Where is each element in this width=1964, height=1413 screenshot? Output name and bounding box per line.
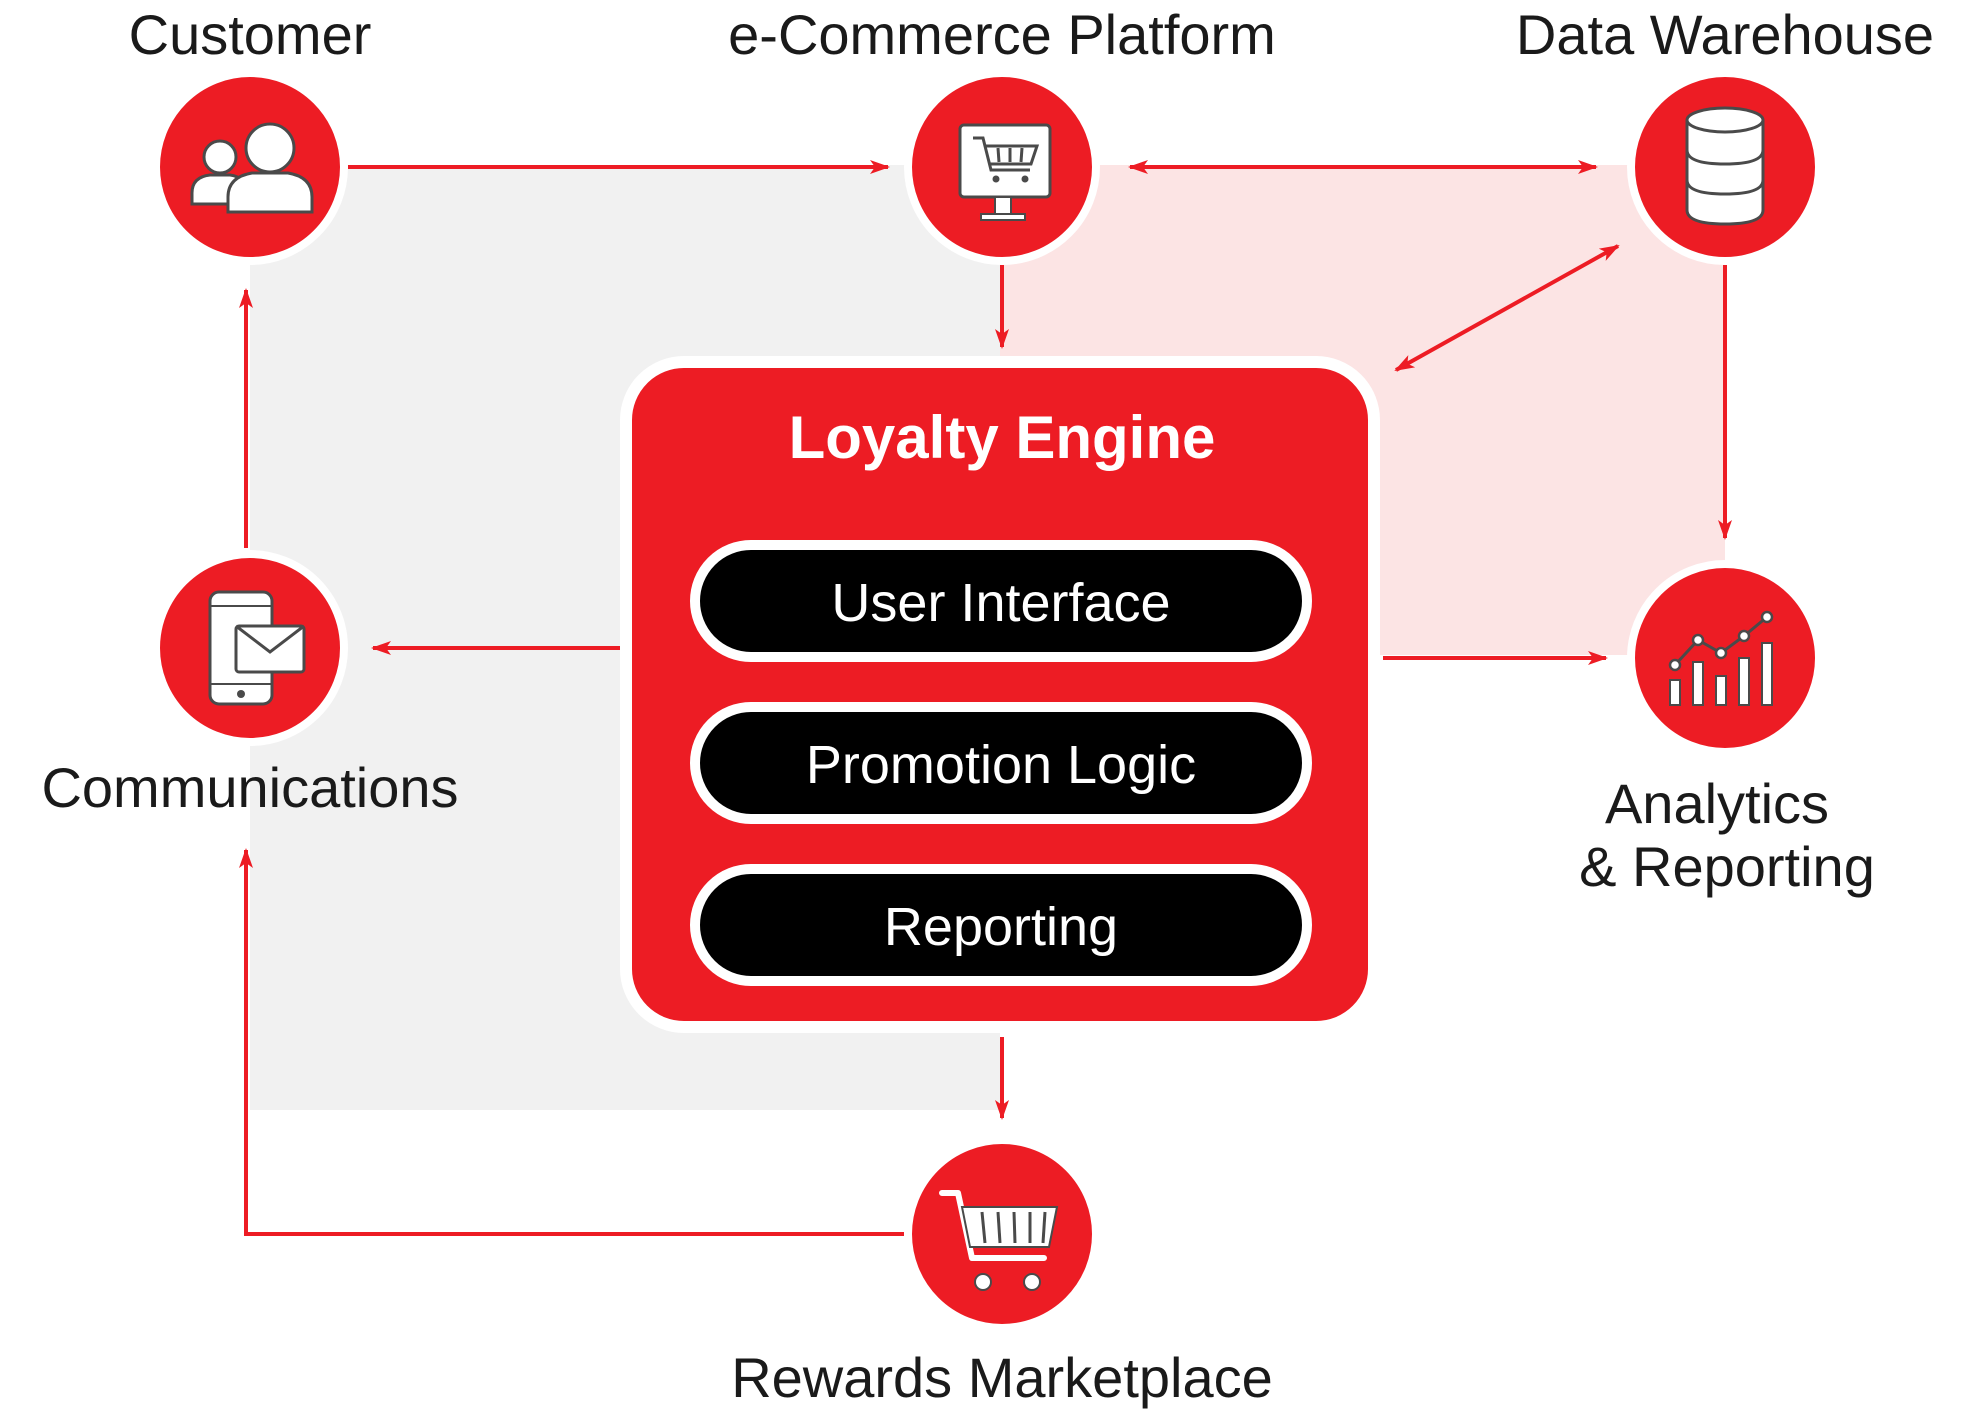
warehouse-node: Data Warehouse: [1516, 3, 1934, 265]
users-icon: [190, 122, 314, 214]
warehouse-label: Data Warehouse: [1516, 3, 1934, 66]
analytics-label-line2: & Reporting: [1579, 835, 1875, 898]
phone-mail-icon: [208, 590, 306, 706]
loyalty-engine-box: [620, 356, 1380, 1033]
module-label: Promotion Logic: [806, 735, 1196, 795]
module-label: Reporting: [884, 897, 1118, 957]
rewards-node: Rewards Marketplace: [731, 1136, 1273, 1409]
communications-node: Communications: [41, 550, 459, 819]
shopping-cart-icon: [939, 1190, 1059, 1291]
loyalty-engine-title: Loyalty Engine: [789, 404, 1216, 471]
monitor-cart-icon: [958, 123, 1052, 221]
ecommerce-label: e-Commerce Platform: [728, 3, 1276, 66]
engine-module: User Interface: [690, 540, 1312, 662]
communications-label: Communications: [41, 756, 458, 819]
connectors: [239, 160, 1732, 1236]
loyalty-engine: Loyalty Engine User Interface Promotion …: [620, 356, 1380, 1033]
arrow-rewards-to-communications: [239, 848, 904, 1236]
chart-icon: [1668, 610, 1774, 706]
customer-node: Customer: [129, 3, 372, 265]
customer-label: Customer: [129, 3, 372, 66]
database-icon: [1685, 106, 1765, 226]
analytics-label-line1: Analytics: [1605, 772, 1829, 835]
engine-module: Promotion Logic: [690, 702, 1312, 824]
arrow-warehouse-engine: [1394, 244, 1620, 372]
engine-module: Reporting: [690, 864, 1312, 986]
analytics-node: Analytics & Reporting: [1579, 560, 1875, 898]
rewards-label: Rewards Marketplace: [731, 1346, 1273, 1409]
ecommerce-node: e-Commerce Platform: [728, 3, 1276, 265]
module-label: User Interface: [831, 573, 1170, 633]
